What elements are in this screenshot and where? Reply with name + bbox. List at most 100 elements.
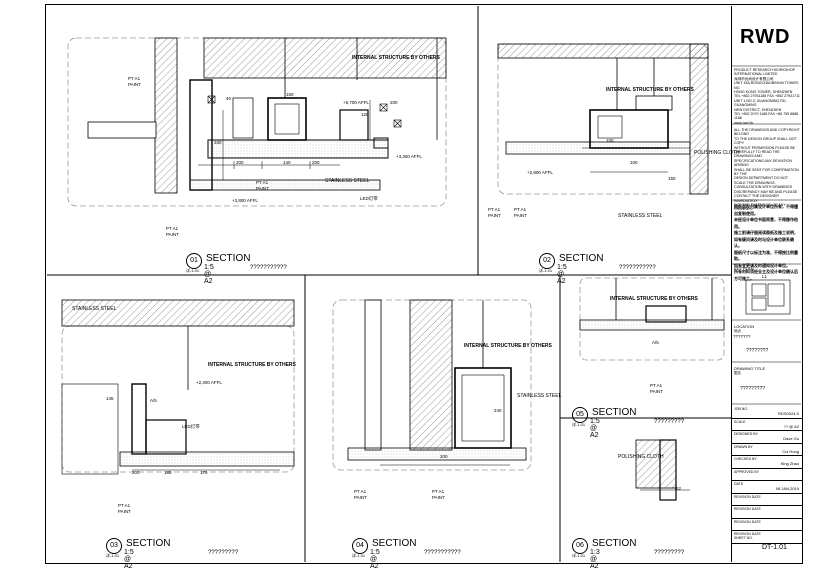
cn-line: 图纸版权归属设计单位所有，不得擅自复制使用。	[734, 204, 798, 216]
annotation-polishing-cloth: POLISHING CLOTH	[618, 454, 664, 460]
title-row: DATE 08 JAN,2019	[732, 481, 802, 494]
copyright-line: ALL THE DRAWINGS AND COPYRIGHT BELONG	[734, 128, 800, 137]
annotation-paint: PAINT	[128, 82, 141, 87]
annotation-paint: PAINT	[432, 495, 445, 500]
row-label: DRAWN BY	[734, 444, 753, 449]
section-scale: 1:5 @ A2	[557, 264, 567, 285]
title-row: REVISION DATE	[732, 494, 802, 506]
row-label: DESIGNED BY	[734, 432, 758, 436]
annotation-pt-a1: PT A1	[650, 383, 663, 388]
section-name: ?????????	[208, 550, 239, 556]
company-line: PRODUCT RESEARCH WORKSHOP INTERNATIONAL …	[734, 68, 795, 77]
annotation-stainless-steel: STAINLESS STEEL	[517, 393, 562, 399]
dimension: 100	[630, 160, 638, 165]
annotation-internal-structure: INTERNAL STRUCTURE BY OTHERS	[208, 362, 296, 368]
title-row: REVISION DATE	[732, 519, 802, 531]
copyright-line: SHALL BE SENT FOR CONFIRMATION BY THE	[734, 167, 799, 177]
section-number: 03	[106, 538, 122, 554]
title-row: REVISION DATE	[732, 531, 802, 544]
annotation-pt-a1: PT A1	[514, 207, 527, 212]
copyright-line: CONTACT THE DESIGNER IMMEDIATELY.	[734, 194, 779, 203]
annotation-paint: PAINT	[166, 232, 179, 237]
section-name: ???????????	[619, 265, 656, 271]
annotation-internal-structure: INTERNAL STRUCTURE BY OTHERS	[610, 296, 698, 302]
section-number: 04	[352, 538, 368, 554]
annotation-paint: PAINT	[514, 213, 527, 218]
title-row: REVISION DATE	[732, 506, 802, 519]
section-title: SECTION	[592, 538, 637, 549]
cn-line: 未经设计单位书面同意，不得挪作他用。	[734, 217, 798, 229]
company-line: www.rwd.hk	[734, 120, 754, 125]
copyright-line: TO THE DESIGN GROUP SHALL NOT COPY	[734, 136, 797, 146]
section-01-drawing	[67, 37, 447, 207]
annotation-pt-a1: PT A1	[118, 503, 131, 508]
annotation-paint: PAINT	[488, 213, 501, 218]
row-value: Cui Hong	[782, 448, 799, 454]
section-tag: 详-1.01	[352, 553, 366, 558]
panel-dividers	[47, 6, 731, 562]
annotation-level-4: +2,800 AFFL	[527, 170, 553, 175]
drawing-frame	[45, 4, 803, 564]
section-title: SECTION	[592, 407, 637, 418]
copyright-notice: ALL THE DRAWINGS AND COPYRIGHT BELONG TO…	[734, 128, 800, 212]
company-line: NEW DISTRICT, SHENZHEN	[734, 107, 782, 112]
annotation-internal-structure: INTERNAL STRUCTURE BY OTHERS	[464, 343, 552, 349]
company-line: HONG KONG TOWER, SHENZHEN	[734, 90, 793, 95]
section-tag: 详-1.01	[186, 268, 200, 273]
dimension: 140	[283, 160, 291, 165]
drawing-title-value: ?????????	[740, 386, 766, 392]
dimension: 120	[361, 112, 369, 117]
row-label: REVISION DATE	[734, 507, 761, 511]
chinese-notice: 图纸版权归属设计单位所有，不得擅自复制使用。 未经设计单位书面同意，不得挪作他用…	[734, 204, 800, 282]
company-line: TEL +852 27931188 FAX +852 27931711	[734, 94, 800, 99]
row-label: SCALE	[734, 419, 746, 424]
copyright-line: WITHOUT PERMISSION.PLEASE BE	[734, 145, 796, 150]
section-05-drawing	[579, 277, 725, 361]
sheet-no-label: SHEET NO.	[734, 536, 753, 540]
annotation-polishing-cloth: POLISHING CLOTH	[694, 150, 740, 156]
section-scale: 1:5 @ A2	[590, 418, 600, 439]
annotation-led: LED灯带	[182, 424, 200, 429]
company-line: 深圳市优尚设计有限公司	[734, 76, 774, 81]
company-logo: RWD	[740, 26, 791, 48]
section-scale: 1:3 @ A2	[590, 549, 600, 570]
copyright-line: DESIGN DEPARTMENT DO NOT SCALE THE DRAWI…	[734, 176, 789, 185]
dimension: 200	[236, 160, 244, 165]
location-label: LOCATION	[734, 324, 755, 329]
title-block-lines	[731, 65, 801, 405]
copyright-line: FOR THE EXTENSION OF ANY CHANGES.	[734, 202, 786, 212]
annotation-a5: A/5	[652, 340, 659, 345]
annotation-a5: A/5	[150, 398, 157, 403]
section-number: 06	[572, 538, 588, 554]
row-label: DATE	[734, 482, 744, 486]
dimension: 200	[440, 454, 448, 459]
cn-line: 所有材料须经业主及设计单位确认后方可施工。	[734, 269, 798, 281]
dimension: 330	[214, 140, 222, 145]
annotation-paint: PAINT	[650, 389, 663, 394]
annotation-stainless-steel: STAINLESS STEEL	[618, 213, 663, 219]
title-row: APPROVED BY	[732, 469, 802, 481]
annotation-paint: PAINT	[256, 186, 269, 191]
section-02-drawing	[497, 43, 709, 195]
company-info: PRODUCT RESEARCH WORKSHOP INTERNATIONAL …	[734, 68, 800, 125]
row-value: King Zhao	[780, 461, 799, 466]
annotation-level-5: +2,300 AFFL	[196, 380, 222, 385]
dimension: 150	[668, 176, 676, 181]
annotation-pt-a1: PT A1	[166, 226, 179, 231]
section-name: ?????????	[654, 550, 685, 556]
section-scale: 1:5 @ A2	[370, 549, 380, 570]
section-name: ???????????	[250, 265, 287, 271]
annotation-pt-a1: PT A1	[256, 180, 269, 185]
company-line: UNIT 1,NO.3, GUANGMING RD, GUANGMING	[734, 98, 787, 108]
section-number: 02	[539, 253, 555, 269]
section-title: SECTION	[559, 253, 604, 264]
section-tag: 详-1.01	[106, 553, 120, 558]
row-value: RDS0024-0	[778, 411, 799, 416]
annotation-internal-structure: INTERNAL STRUCTURE BY OTHERS	[606, 87, 694, 93]
dimension: 200	[132, 470, 140, 475]
dimension: 150	[286, 92, 294, 97]
annotation-pt-a1: PT A1	[432, 489, 445, 494]
annotation-level-3: +2,800 AFFL	[232, 198, 258, 203]
section-name: ?????????	[654, 419, 685, 425]
